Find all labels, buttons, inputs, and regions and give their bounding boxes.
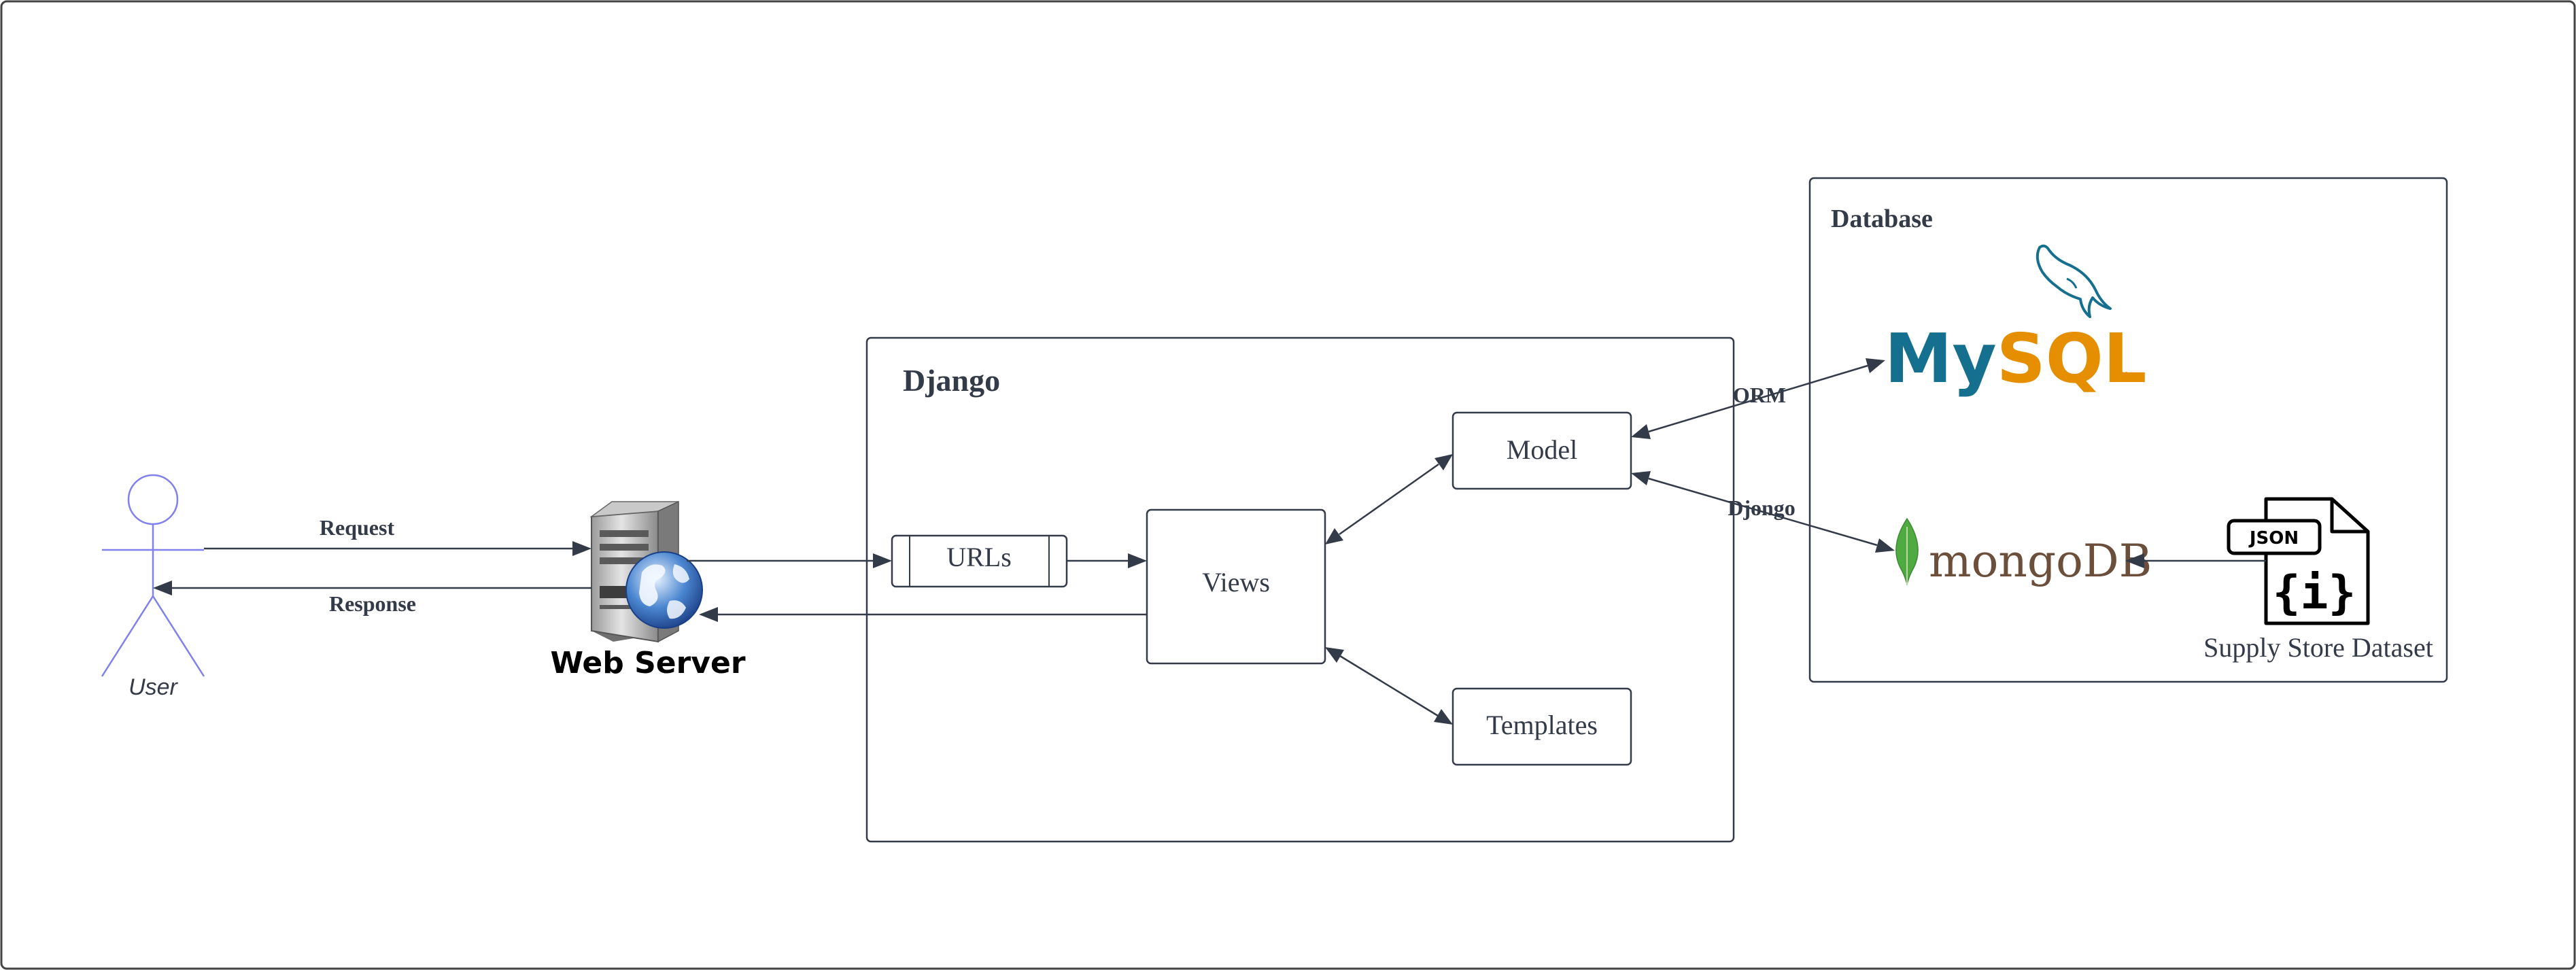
- djongo-label: Djongo: [1728, 496, 1796, 520]
- actor-head: [127, 474, 179, 525]
- edge-model-mysql: ORM: [1631, 358, 1885, 439]
- views-label: Views: [1202, 567, 1270, 597]
- edge-response: Response: [153, 581, 591, 616]
- json-file-icon: JSON {i}: [2227, 497, 2370, 625]
- edge-urls-to-views: [1067, 553, 1147, 568]
- user-label: User: [128, 674, 178, 700]
- views-node[interactable]: Views: [1146, 508, 1326, 665]
- edge-model-mongodb: Djongo: [1631, 471, 1895, 553]
- model-label: Model: [1507, 434, 1577, 465]
- edge-views-model: [1325, 454, 1453, 544]
- request-label: Request: [320, 515, 395, 540]
- templates-node[interactable]: Templates: [1452, 687, 1632, 766]
- model-node[interactable]: Model: [1452, 411, 1632, 490]
- dataset-label: Supply Store Dataset: [2203, 632, 2433, 663]
- templates-label: Templates: [1486, 710, 1598, 740]
- mysql-text-sql: SQL: [1997, 319, 2147, 398]
- leaf-icon: [1895, 517, 1919, 586]
- web-server-node[interactable]: Web Server: [550, 500, 746, 680]
- edge-request: Request: [204, 515, 591, 556]
- dolphin-icon: [2036, 244, 2112, 318]
- actor-left-leg: [101, 595, 154, 677]
- mysql-wordmark: MySQL: [1885, 319, 2146, 398]
- edge-json-to-mongodb: [2125, 553, 2266, 568]
- urls-node[interactable]: URLs: [891, 534, 1068, 588]
- edge-views-templates: [1325, 647, 1453, 725]
- actor-right-leg: [152, 595, 205, 677]
- edge-server-to-urls: [687, 553, 892, 568]
- django-group-title: Django: [903, 363, 1000, 398]
- orm-label: ORM: [1733, 383, 1786, 407]
- edge-views-to-server: [699, 607, 1147, 622]
- mysql-tm: TM: [2115, 370, 2128, 380]
- json-glyph: {i}: [2273, 566, 2356, 620]
- globe-icon: [625, 551, 703, 629]
- mongodb-wordmark: mongoDB: [1929, 535, 2152, 587]
- database-group-title: Database: [1831, 205, 1933, 233]
- mysql-text-my: My: [1885, 319, 1997, 398]
- json-file-node[interactable]: JSON {i} Supply Store Dataset: [2203, 497, 2433, 663]
- urls-label: URLs: [946, 542, 1012, 572]
- response-label: Response: [329, 591, 416, 616]
- web-server-label: Web Server: [550, 646, 745, 680]
- mongodb-logo[interactable]: mongoDB: [1895, 517, 2152, 587]
- user-actor[interactable]: User: [101, 474, 205, 700]
- json-badge-label: JSON: [2248, 528, 2299, 549]
- mysql-logo[interactable]: MySQL TM: [1885, 244, 2146, 398]
